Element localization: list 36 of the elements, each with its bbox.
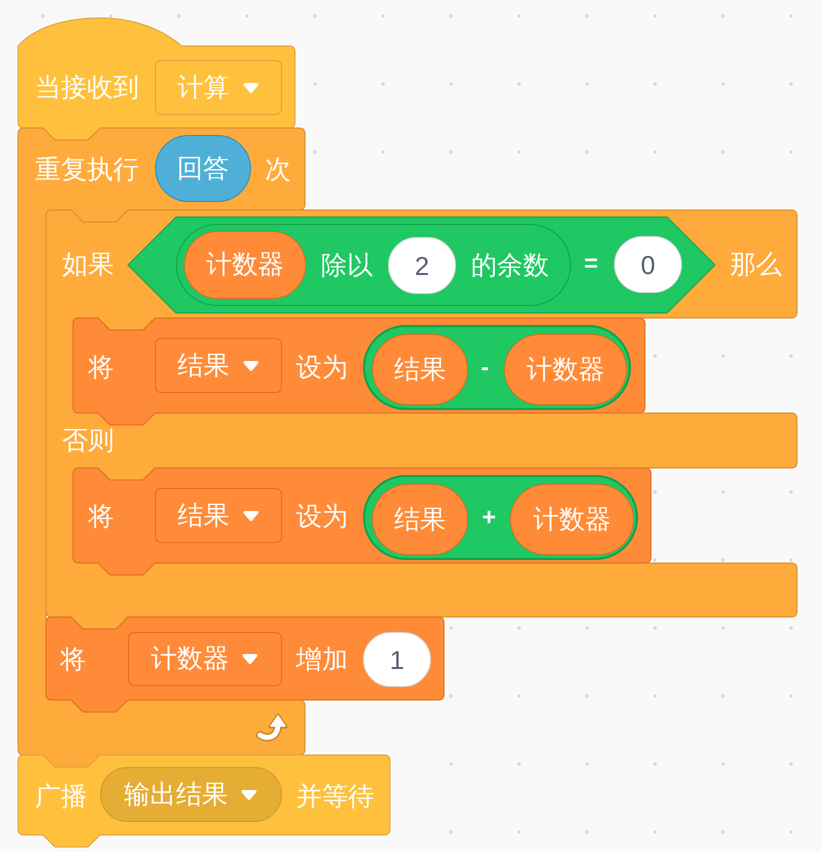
block-label: 的余数: [471, 251, 549, 281]
block-label: 如果: [62, 250, 114, 280]
variable-reporter: 计数器: [504, 334, 627, 405]
condition-hexagon: [128, 217, 715, 313]
block-label: 将: [60, 645, 86, 675]
dropdown-menu: 结果: [155, 338, 282, 393]
block-label: 设为: [296, 353, 348, 383]
if-else-block: [46, 210, 797, 629]
number-input: 2: [388, 237, 456, 294]
block-label: 次: [265, 155, 291, 185]
dropdown-menu: 结果: [155, 488, 282, 543]
block-label: 除以: [321, 251, 373, 281]
block-label: 重复执行: [35, 155, 139, 185]
variable-reporter: 结果: [372, 484, 468, 555]
block-label: 设为: [296, 502, 348, 532]
variable-reporter: 结果: [372, 334, 468, 405]
block-label: 否则: [62, 426, 114, 456]
block-label: 并等待: [296, 782, 374, 812]
variable-reporter: 计数器: [510, 484, 634, 555]
change-block: [46, 617, 444, 712]
set-block: [73, 318, 645, 425]
operator-sign: -: [481, 353, 489, 383]
dropdown-menu: 计算: [155, 60, 282, 115]
set-block: [73, 468, 651, 575]
variable-reporter: 计数器: [184, 231, 306, 299]
block-label: 增加: [296, 645, 348, 675]
block-label: 当接收到: [35, 73, 139, 103]
block-label: 那么: [730, 250, 782, 280]
dropdown-menu: 计数器: [128, 632, 282, 686]
broadcast-block: [18, 755, 390, 848]
block-label: 广播: [35, 782, 87, 812]
block-label: 将: [88, 353, 114, 383]
dropdown-menu: 输出结果: [100, 767, 282, 822]
operator-sign: =: [584, 249, 598, 279]
block-label: 将: [88, 502, 114, 532]
operator-sign: +: [482, 503, 496, 533]
